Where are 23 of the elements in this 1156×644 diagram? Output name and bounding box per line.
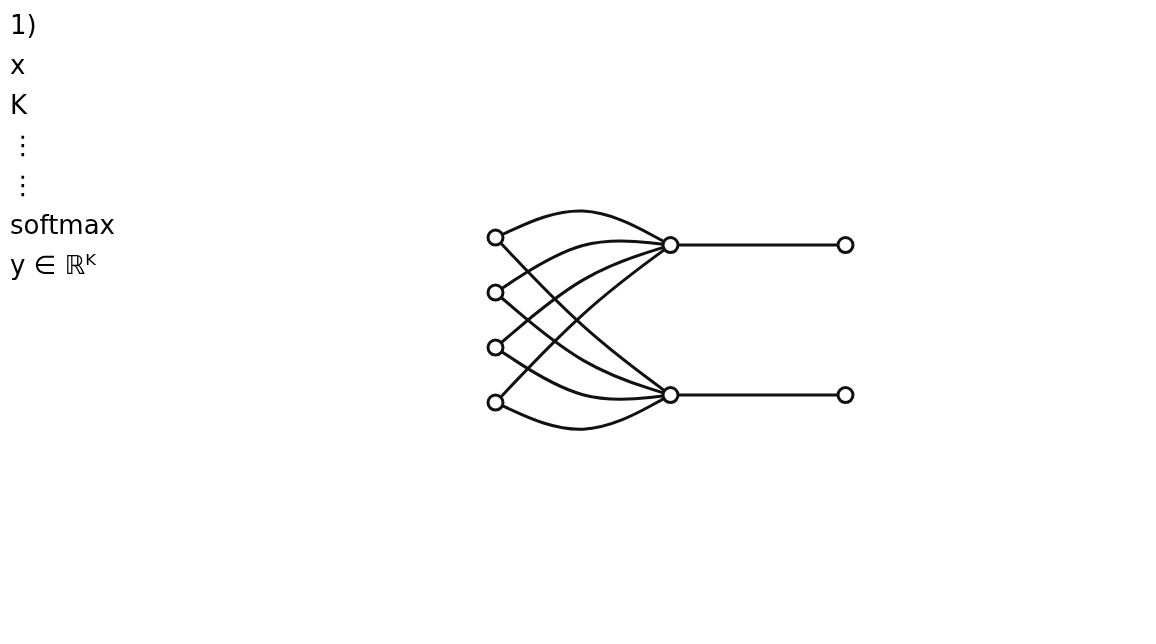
label-text: softmax [10,210,116,240]
connector [677,393,838,397]
connector [677,243,838,247]
connector [499,245,664,344]
connector [499,296,664,395]
label-text: ⋮ [10,130,37,160]
label-text: K [10,90,29,120]
connector [500,350,663,401]
node-circle [661,386,679,404]
node-circle [836,236,854,254]
label-text: ⋮ [10,170,37,200]
node-circle [836,386,854,404]
node-circle [486,228,504,247]
connector [500,239,663,290]
label-text: x [10,50,27,80]
label-text: 1) [10,10,38,40]
node-circle [486,283,504,302]
node-circle [486,393,504,412]
connector [501,397,665,431]
node-circle [661,236,679,254]
label-text: y ∈ ℝᴷ [10,250,97,280]
node-circle [486,338,504,357]
connector [501,209,665,243]
